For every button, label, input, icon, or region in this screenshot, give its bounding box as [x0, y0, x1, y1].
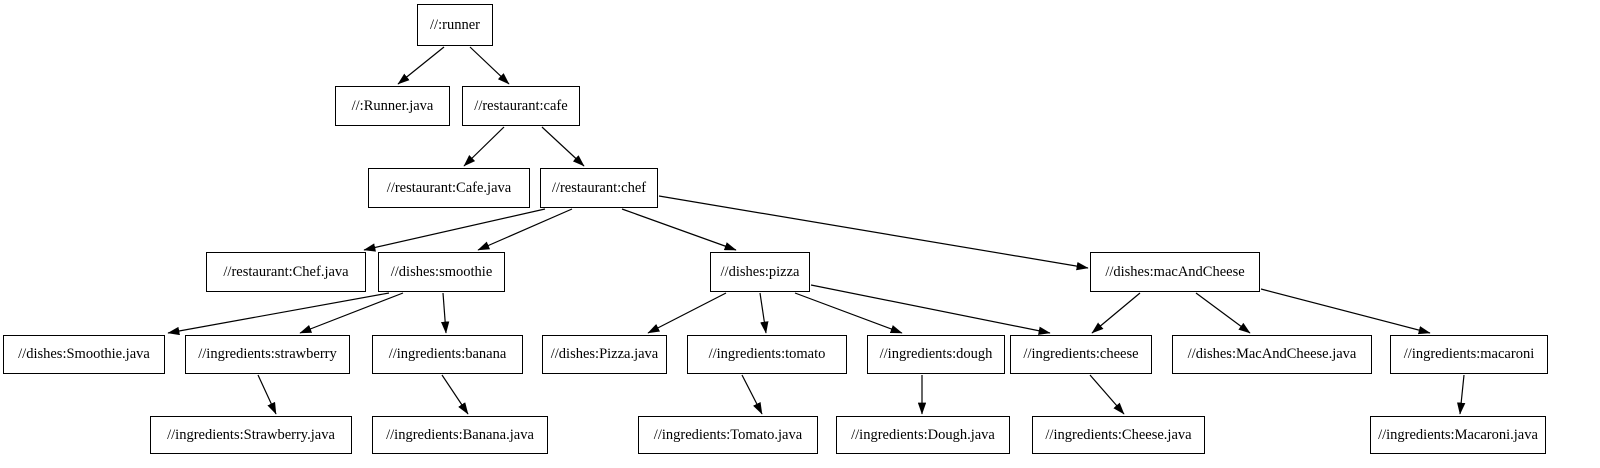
graph-node-ing_strawberry[interactable]: //ingredients:strawberry [185, 335, 350, 374]
graph-node-smoothie_java[interactable]: //dishes:Smoothie.java [3, 335, 165, 374]
graph-edge-restaurant_chef-to-dishes_pizza [621, 208, 737, 251]
graph-node-cafe_java[interactable]: //restaurant:Cafe.java [368, 168, 530, 208]
graph-edge-dishes_mac-to-ing_cheese [1091, 292, 1141, 334]
graph-node-banana_java[interactable]: //ingredients:Banana.java [372, 416, 548, 454]
graph-node-label: //ingredients:dough [879, 346, 993, 363]
graph-node-chef_java[interactable]: //restaurant:Chef.java [206, 252, 366, 292]
graph-node-ing_cheese[interactable]: //ingredients:cheese [1010, 335, 1152, 374]
graph-node-label: //ingredients:Banana.java [386, 426, 534, 443]
graph-node-label: //restaurant:Cafe.java [386, 179, 512, 196]
graph-edge-restaurant_chef-to-chef_java [363, 208, 546, 252]
graph-edge-ing_banana-to-banana_java [441, 374, 469, 415]
graph-node-label: //dishes:smoothie [390, 263, 493, 280]
graph-node-label: //:runner [430, 16, 480, 33]
graph-edge-runner-to-restaurant_cafe [469, 46, 510, 85]
graph-node-label: //:Runner.java [351, 97, 434, 114]
graph-node-ing_dough[interactable]: //ingredients:dough [867, 335, 1005, 374]
graph-edge-dishes_pizza-to-pizza_java [647, 292, 727, 334]
graph-node-label: //ingredients:banana [388, 346, 507, 363]
graph-edge-dishes_pizza-to-ing_cheese [810, 284, 1051, 335]
graph-edge-restaurant_chef-to-dishes_mac [658, 195, 1089, 271]
graph-node-label: //ingredients:Strawberry.java [167, 426, 335, 443]
graph-node-runner_java[interactable]: //:Runner.java [335, 86, 450, 126]
graph-edge-restaurant_cafe-to-restaurant_chef [541, 126, 585, 167]
graph-node-ing_banana[interactable]: //ingredients:banana [372, 335, 523, 374]
graph-node-runner[interactable]: //:runner [417, 4, 493, 46]
graph-node-label: //ingredients:cheese [1023, 346, 1139, 363]
graph-node-label: //ingredients:Dough.java [851, 426, 995, 443]
graph-edge-runner-to-runner_java [397, 46, 445, 85]
graph-node-ing_macaroni[interactable]: //ingredients:macaroni [1390, 335, 1548, 374]
graph-node-label: //dishes:macAndCheese [1105, 263, 1245, 280]
graph-node-label: //dishes:MacAndCheese.java [1187, 346, 1357, 363]
graph-node-dishes_smoothie[interactable]: //dishes:smoothie [378, 252, 505, 292]
graph-node-macaroni_java[interactable]: //ingredients:Macaroni.java [1370, 416, 1546, 454]
graph-node-restaurant_cafe[interactable]: //restaurant:cafe [462, 86, 580, 126]
graph-edge-dishes_smoothie-to-ing_strawberry [299, 292, 404, 334]
graph-node-dishes_pizza[interactable]: //dishes:pizza [710, 252, 810, 292]
graph-node-label: //ingredients:tomato [708, 346, 826, 363]
graph-node-label: //ingredients:macaroni [1403, 346, 1535, 363]
graph-edge-ing_strawberry-to-strawberry_java [257, 374, 277, 415]
graph-edge-ing_tomato-to-tomato_java [741, 374, 763, 415]
graph-node-ing_tomato[interactable]: //ingredients:tomato [687, 335, 847, 374]
graph-node-label: //ingredients:Tomato.java [653, 426, 803, 443]
graph-node-cheese_java[interactable]: //ingredients:Cheese.java [1032, 416, 1205, 454]
graph-node-restaurant_chef[interactable]: //restaurant:chef [540, 168, 658, 208]
graph-node-pizza_java[interactable]: //dishes:Pizza.java [542, 335, 667, 374]
graph-node-label: //restaurant:chef [551, 179, 647, 196]
graph-node-dough_java[interactable]: //ingredients:Dough.java [836, 416, 1010, 454]
graph-node-mac_java[interactable]: //dishes:MacAndCheese.java [1172, 335, 1372, 374]
graph-edge-dishes_pizza-to-ing_tomato [759, 292, 769, 334]
graph-node-label: //ingredients:strawberry [198, 346, 337, 363]
graph-node-label: //restaurant:cafe [474, 97, 568, 114]
graph-edge-dishes_smoothie-to-smoothie_java [167, 292, 390, 336]
graph-node-dishes_mac[interactable]: //dishes:macAndCheese [1090, 252, 1260, 292]
graph-edge-dishes_pizza-to-ing_dough [794, 292, 903, 334]
graph-node-tomato_java[interactable]: //ingredients:Tomato.java [638, 416, 818, 454]
graph-node-label: //dishes:Pizza.java [550, 346, 659, 363]
graph-edge-dishes_mac-to-mac_java [1195, 292, 1251, 334]
graph-node-label: //dishes:Smoothie.java [18, 346, 150, 363]
graph-node-label: //ingredients:Cheese.java [1045, 426, 1192, 443]
graph-edge-dishes_smoothie-to-ing_banana [440, 292, 450, 334]
graph-node-label: //ingredients:Macaroni.java [1378, 426, 1538, 443]
graph-edges [167, 46, 1466, 415]
graph-edge-ing_cheese-to-cheese_java [1089, 374, 1125, 415]
graph-node-label: //restaurant:Chef.java [223, 263, 349, 280]
graph-edge-dishes_mac-to-ing_macaroni [1260, 288, 1431, 335]
graph-node-strawberry_java[interactable]: //ingredients:Strawberry.java [150, 416, 352, 454]
graph-edge-restaurant_cafe-to-cafe_java [463, 126, 505, 167]
graph-edge-ing_macaroni-to-macaroni_java [1456, 374, 1466, 415]
graph-node-label: //dishes:pizza [720, 263, 800, 280]
graph-edge-restaurant_chef-to-dishes_smoothie [477, 208, 573, 251]
